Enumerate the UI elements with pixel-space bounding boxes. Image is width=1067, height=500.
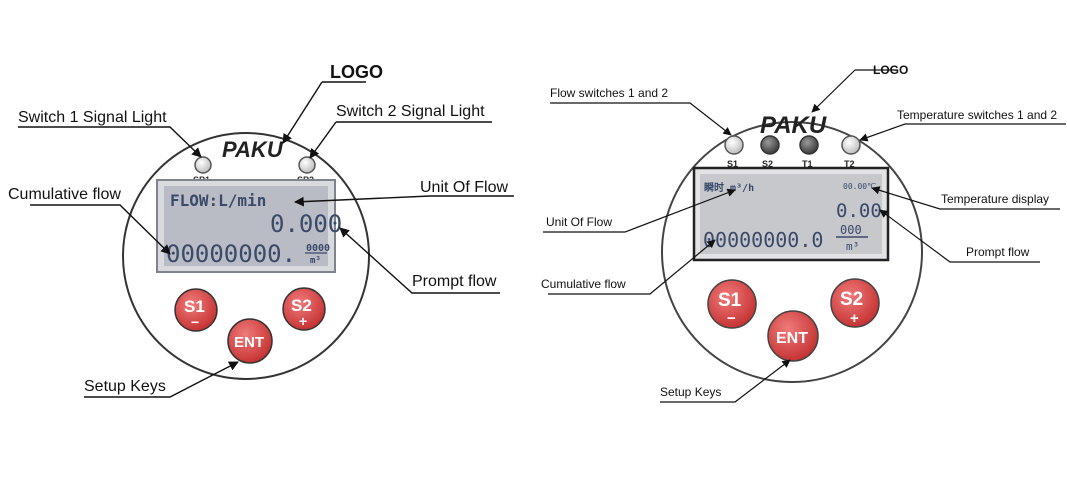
right-key-ent[interactable]: ENT xyxy=(767,310,819,362)
right-light-label-t1: T1 xyxy=(802,159,813,169)
right-key-ent-label: ENT xyxy=(776,330,808,347)
left-key-s1[interactable]: S1 − xyxy=(174,288,218,332)
left-callout-lines xyxy=(18,81,514,398)
right-lcd-temperature-value: 00.00℃ xyxy=(843,182,876,191)
left-unit-callout: Unit Of Flow xyxy=(420,179,509,196)
right-brand-logo: PAKU xyxy=(760,112,827,139)
left-key-s2[interactable]: S2 + xyxy=(282,287,326,331)
left-key-ent-label: ENT xyxy=(234,334,264,351)
right-flow-switches-callout: Flow switches 1 and 2 xyxy=(550,86,669,100)
right-logo-callout: LOGO xyxy=(873,63,909,77)
right-light-label-s2: S2 xyxy=(762,159,773,169)
right-prompt-callout: Prompt flow xyxy=(966,245,1030,259)
right-light-label-t2: T2 xyxy=(844,159,855,169)
left-switch2-light xyxy=(298,156,316,174)
right-unit-callout: Unit Of Flow xyxy=(546,215,613,229)
left-lcd-cumulative-value: 00000000. xyxy=(166,240,296,268)
right-key-s2-label: S2 xyxy=(840,289,863,310)
right-key-s1-sign: − xyxy=(727,310,736,327)
left-key-s2-label: S2 xyxy=(291,296,312,315)
right-device: PAKU S1 S2 T1 T2 瞬时 m³/h 00.00℃ 0.00 000… xyxy=(543,69,1066,403)
left-prompt-callout: Prompt flow xyxy=(412,273,497,290)
right-light-t1 xyxy=(799,135,819,155)
left-cumulative-callout: Cumulative flow xyxy=(8,186,121,203)
left-key-s2-sign: + xyxy=(299,313,307,329)
left-setup-callout: Setup Keys xyxy=(84,378,166,395)
right-lcd-prompt-value: 0.00 xyxy=(836,200,882,222)
left-key-s1-label: S1 xyxy=(184,297,205,316)
right-temperature-callout: Temperature display xyxy=(941,192,1050,206)
right-key-s2[interactable]: S2 + xyxy=(830,278,880,328)
left-lcd-cumulative-unit: m³ xyxy=(310,256,321,266)
right-light-t2 xyxy=(841,135,861,155)
right-cumulative-callout: Cumulative flow xyxy=(541,277,626,291)
right-lcd-screen xyxy=(700,174,882,254)
right-key-s1-label: S1 xyxy=(718,290,742,311)
left-switch1-callout: Switch 1 Signal Light xyxy=(18,109,167,126)
left-device: PAKU SP1 SP2 FLOW:L/min 0.000 00000000. … xyxy=(18,81,514,398)
right-lcd-unit-line: 瞬时 m³/h xyxy=(704,181,754,194)
left-lcd-unit-line: FLOW:L/min xyxy=(170,191,266,210)
left-switch1-light xyxy=(194,156,212,174)
right-key-s2-sign: + xyxy=(850,310,859,327)
right-light-label-s1: S1 xyxy=(727,159,738,169)
right-setup-callout: Setup Keys xyxy=(660,385,722,399)
left-key-s1-sign: − xyxy=(191,314,199,330)
right-lcd-cumulative-fraction: 000 xyxy=(840,223,862,237)
left-brand-logo: PAKU xyxy=(222,137,284,162)
right-lcd-cumulative-value: 00000000.0 xyxy=(703,228,823,252)
right-temp-switches-callout: Temperature switches 1 and 2 xyxy=(897,108,1058,122)
left-logo-callout: LOGO xyxy=(330,62,383,82)
right-lcd-cumulative-unit: m³ xyxy=(846,240,859,253)
right-light-s2 xyxy=(760,135,780,155)
left-lcd-prompt-value: 0.000 xyxy=(270,210,342,238)
right-key-s1[interactable]: S1 − xyxy=(707,279,757,329)
right-light-s1 xyxy=(724,135,744,155)
right-callout-lines xyxy=(543,69,1066,403)
left-key-ent[interactable]: ENT xyxy=(227,318,273,364)
left-lcd-cumulative-fraction: 0000 xyxy=(306,243,330,254)
left-switch2-callout: Switch 2 Signal Light xyxy=(336,103,485,120)
